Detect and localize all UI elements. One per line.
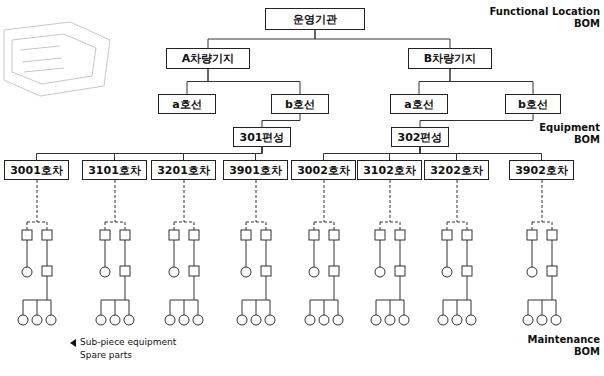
box-label: 3902호차 [515,163,568,178]
part-tree [18,180,56,325]
tree-connector [256,147,263,160]
tree-connector [208,30,315,48]
part-tree [438,180,476,325]
part-tree [305,180,343,325]
box-label: A차량기지 [182,51,235,66]
tree-connector [187,69,208,94]
tree-connector [450,69,533,94]
box-label: 3202호차 [430,163,483,178]
box-label: B차량기지 [424,51,476,66]
box-label: 3201호차 [157,163,210,178]
hierarchy-box: 운영기관 [265,8,365,30]
hierarchy-box: A차량기지 [166,48,250,69]
box-label: 3901호차 [229,163,282,178]
hierarchy-box: 3102호차 [357,160,422,180]
tree-connector [324,147,421,160]
legend-note: Spare parts [80,350,200,360]
hierarchy-box: 3202호차 [424,160,489,180]
level-label: Functional Location BOM [466,6,600,29]
hierarchy-box: b호선 [505,94,561,114]
box-label: 3001호차 [10,163,63,178]
box-label: 3102호차 [363,163,416,178]
tree-connector [184,147,263,160]
hierarchy-box: 3902호차 [509,160,574,180]
tree-connector [390,147,421,160]
tree-connector [208,69,300,94]
part-tree [371,180,409,325]
level-label: Maintenance BOM [520,334,600,357]
hierarchy-box: a호선 [390,94,448,114]
box-label: 3101호차 [88,163,141,178]
pointer-triangle [70,339,76,347]
hierarchy-box: 3002호차 [291,160,356,180]
tree-connector [315,30,450,48]
box-label: a호선 [404,97,433,112]
box-label: b호선 [518,97,548,112]
box-label: b호선 [285,97,315,112]
tree-connector [115,147,263,160]
level-label: Equipment BOM [534,122,600,145]
hierarchy-box: 3901호차 [223,160,288,180]
box-label: 3002호차 [297,163,350,178]
tree-connector [420,114,533,127]
hierarchy-box: 302편성 [391,127,449,147]
box-label: a호선 [172,97,201,112]
hierarchy-box: 301편성 [233,127,291,147]
part-tree [165,180,203,325]
tree-connector [420,147,542,160]
hierarchy-box: B차량기지 [408,48,492,69]
part-tree [523,180,561,325]
part-tree [237,180,275,325]
box-label: 301편성 [240,130,285,145]
hierarchy-box: b호선 [271,94,329,114]
part-tree [96,180,134,325]
box-label: 운영기관 [293,12,337,27]
box-label: 302편성 [398,130,443,145]
hierarchy-box: 3001호차 [4,160,69,180]
legend-note: Sub-piece equipment [80,337,220,347]
hierarchy-box: 3201호차 [151,160,216,180]
train-sketch [4,22,110,96]
hierarchy-box: a호선 [158,94,216,114]
tree-connector [262,114,300,127]
tree-connector [419,69,450,94]
hierarchy-box: 3101호차 [82,160,147,180]
maintenance-tree [18,180,561,325]
tree-connector [37,147,263,160]
